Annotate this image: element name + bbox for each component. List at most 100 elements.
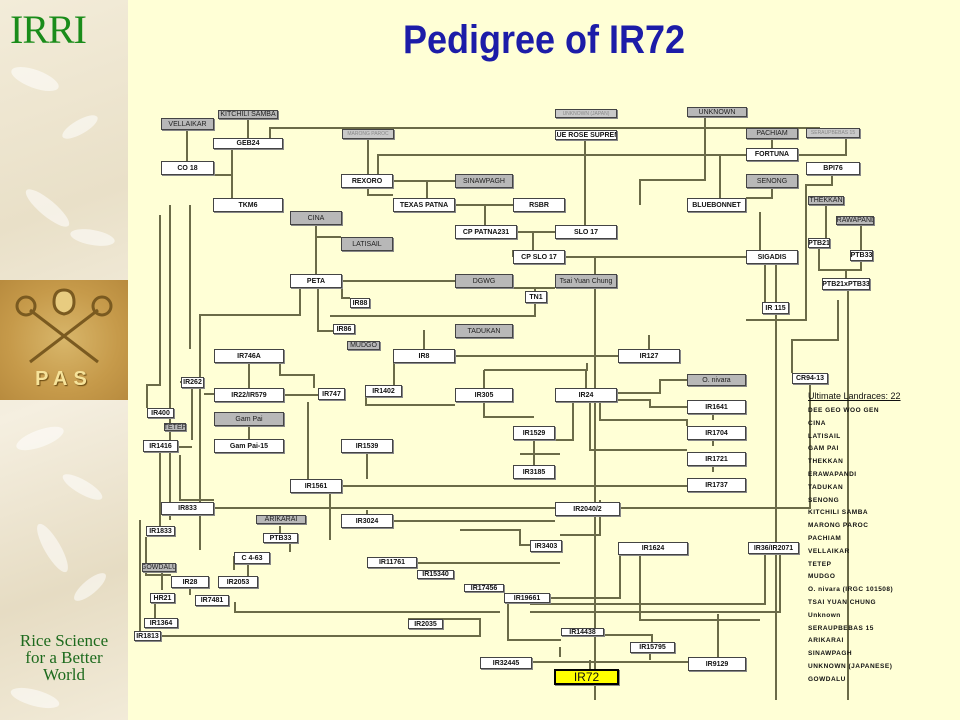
pedigree-connector: [234, 602, 500, 613]
pedigree-connector: [791, 300, 839, 373]
legend-item: Unknown: [808, 611, 841, 619]
variety-node: CO 18: [161, 161, 214, 175]
legend-item: CINA: [808, 419, 826, 427]
pedigree-connector: [269, 127, 820, 138]
landrace-node: ARIKARAI: [256, 515, 306, 524]
variety-node: IR2035: [408, 619, 443, 629]
landrace-node: SERAUPBEBAS 15: [806, 128, 860, 138]
variety-node: IR3024: [341, 514, 393, 528]
target-variety-node: IR72: [554, 669, 619, 685]
landrace-node: Gam Pai: [214, 412, 284, 426]
pedigree-connector: [620, 380, 811, 509]
motto-text: Rice Science for a Better World: [19, 631, 109, 684]
legend-item: SINAWPAGH: [808, 650, 853, 658]
pedigree-connector: [483, 402, 534, 418]
variety-node: IR3403: [530, 540, 562, 552]
legend-item: UNKNOWN (JAPANESE): [808, 662, 893, 670]
legend-item: GAM PAI: [808, 445, 839, 453]
legend-item: O. nivara (IRGC 101508): [808, 586, 894, 594]
pedigree-connector: [599, 402, 688, 426]
variety-node: GEB24: [213, 138, 283, 149]
variety-node: IR305: [455, 388, 513, 402]
variety-node: TEXAS PATNA: [393, 198, 455, 212]
variety-node: IR9129: [688, 657, 746, 671]
papal-keys-icon: [15, 288, 113, 364]
variety-node: IR86: [333, 324, 355, 334]
variety-node: REXORO: [341, 174, 393, 188]
variety-node: IR400: [147, 408, 174, 418]
pedigree-connector: [460, 529, 530, 546]
pedigree-connector: [617, 379, 687, 394]
variety-node: IR11761: [367, 557, 417, 568]
variety-node: PETA: [290, 274, 342, 288]
pedigree-connector: [530, 555, 781, 613]
variety-node: IR1641: [687, 400, 746, 414]
landrace-node: VELLAIKAR: [161, 118, 214, 130]
pedigree-connector: [214, 149, 233, 176]
variety-node: RSBR: [513, 198, 565, 212]
variety-node: TKM6: [213, 198, 283, 212]
variety-node: BPI76: [806, 162, 860, 175]
variety-node: IR7481: [195, 595, 229, 606]
variety-node: SIGADIS: [746, 250, 798, 264]
landrace-node: UNKNOWN (JAPAN): [555, 109, 617, 118]
pedigree-connector: [639, 553, 760, 621]
variety-node: PTB33: [263, 533, 298, 543]
variety-node: IR1539: [341, 439, 393, 453]
pedigree-connector: [367, 188, 393, 196]
pedigree-connector: [179, 455, 214, 501]
irri-logo: IRRI: [10, 7, 87, 52]
variety-node: IR36/IR2071: [748, 542, 799, 554]
variety-node: IR2053: [218, 576, 258, 588]
variety-node: SLO 17: [555, 225, 617, 239]
variety-node: IR1737: [687, 478, 746, 492]
variety-node: IR1561: [290, 479, 342, 493]
variety-node: CR94-13: [792, 373, 828, 384]
legend-item: PACHIAM: [808, 534, 842, 542]
landrace-node: MARONG PAROC: [342, 129, 394, 139]
pedigree-connector: [161, 618, 481, 637]
landrace-node: UNKNOWN: [687, 107, 747, 117]
landrace-node: TETEP: [164, 423, 186, 431]
legend-item: SENONG: [808, 496, 840, 504]
pedigree-connector: [507, 603, 561, 641]
variety-node: CP SLO 17: [513, 250, 565, 264]
variety-node: IR1364: [144, 618, 178, 628]
landrace-node: ERAWAPANDI: [836, 216, 874, 225]
variety-node: BLUE ROSE SUPREME: [555, 130, 617, 140]
landrace-node: SINAWPAGH: [455, 174, 513, 188]
pedigree-connector: [798, 138, 847, 156]
pedigree-connector: [279, 363, 315, 388]
page-title: Pedigree of IR72: [402, 18, 686, 62]
legend-item: MARONG PAROC: [808, 522, 869, 530]
legend-item: TADUKAN: [808, 483, 844, 491]
landrace-node: PACHIAM: [746, 128, 798, 139]
variety-node: PTB21: [808, 238, 830, 248]
pedigree-connector: [377, 154, 746, 174]
variety-node: IR88: [350, 298, 370, 308]
pedigree-connector: [199, 288, 301, 550]
variety-node: IR1402: [365, 385, 402, 397]
legend-item: DEE GEO WOO GEN: [808, 407, 880, 414]
legend-item: KITCHILI SAMBA: [808, 509, 869, 517]
legend-item: MUDGO: [808, 573, 836, 581]
landrace-node: CINA: [290, 211, 342, 225]
legend-item: TSAI YUAN CHUNG: [808, 598, 877, 606]
variety-node: IR1813: [134, 631, 161, 641]
landrace-node: THEKKAN: [808, 196, 844, 205]
sidebar-decoration: IRRI PAS Rice Science for a Better World: [0, 0, 128, 720]
variety-node: IR15340: [417, 570, 454, 579]
variety-node: IR1529: [513, 426, 555, 440]
variety-node: Gam Pai-15: [214, 439, 284, 453]
pedigree-connector: [365, 397, 455, 406]
pedigree-connector: [315, 225, 341, 238]
variety-node: BLUEBONNET: [687, 198, 746, 212]
pedigree-connector: [617, 399, 687, 408]
variety-node: IR747: [318, 388, 345, 400]
variety-node: IR15795: [630, 642, 675, 653]
pas-emblem: PAS: [0, 280, 128, 400]
variety-node: CP PATNA231: [455, 225, 517, 239]
landrace-node: O. nivara: [687, 374, 746, 386]
